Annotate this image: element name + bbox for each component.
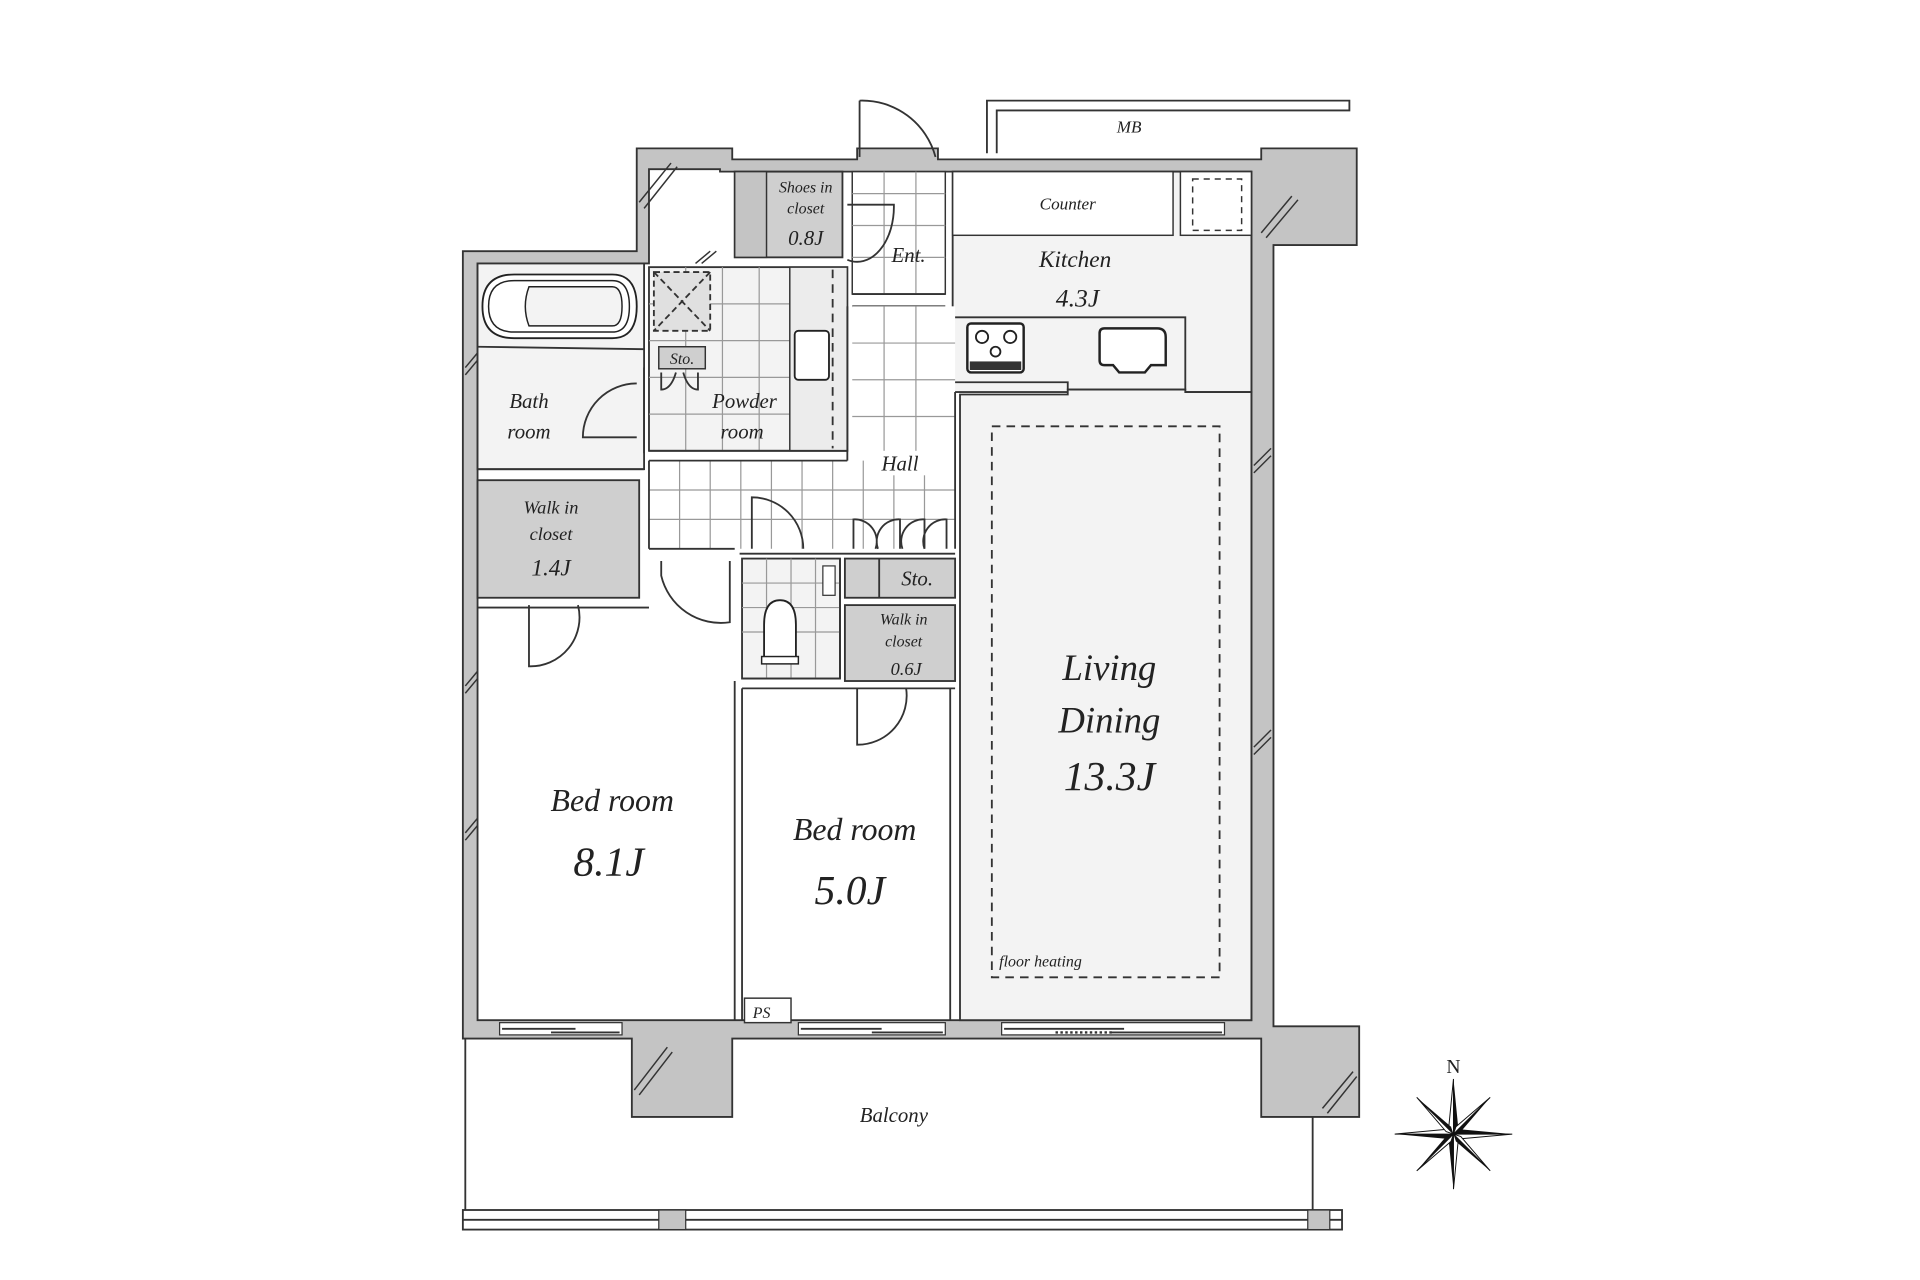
entrance-area: Ent. bbox=[846, 170, 947, 308]
compass: N bbox=[1394, 1057, 1513, 1190]
south-windows bbox=[498, 1022, 1226, 1036]
shoes-closet-label-1: Shoes in bbox=[779, 179, 833, 196]
shoes-closet: Shoes in closet 0.8J bbox=[733, 170, 844, 259]
wic2-label-1: Walk in bbox=[880, 612, 928, 629]
kitchen: Counter Kitchen 4.3J bbox=[951, 170, 1253, 393]
washer-pan-icon bbox=[652, 271, 712, 332]
toilet-icon bbox=[760, 599, 800, 665]
balcony: Balcony bbox=[461, 1038, 1343, 1231]
stove-icon bbox=[966, 322, 1025, 374]
walk-in-closet-1: Walk in closet 1.4J bbox=[476, 479, 649, 668]
powder-room: Sto. Powder room bbox=[643, 266, 849, 454]
bedroom1-label: Bed room bbox=[551, 783, 674, 818]
bathroom-door[interactable] bbox=[581, 382, 637, 439]
walk-in-closet-2: Walk in closet 0.6J bbox=[843, 604, 957, 746]
hall-storage-label: Sto. bbox=[901, 567, 933, 591]
bedroom-2: Bed room 5.0J PS bbox=[741, 687, 956, 1024]
bedroom-1: Bed room 8.1J bbox=[551, 681, 736, 1021]
balcony-label: Balcony bbox=[860, 1103, 929, 1127]
powder-storage-label: Sto. bbox=[670, 351, 694, 368]
bedroom2-label: Bed room bbox=[793, 812, 916, 847]
compass-north-label: N bbox=[1446, 1057, 1460, 1078]
kitchen-label: Kitchen bbox=[1038, 247, 1111, 273]
meter-box: MB bbox=[986, 99, 1351, 154]
floor-heating-label: floor heating bbox=[999, 953, 1082, 970]
living-label: Living bbox=[1061, 647, 1156, 688]
hall-storage: Sto. bbox=[843, 557, 957, 599]
bathroom-label-2: room bbox=[507, 420, 550, 444]
bedroom1-area: 8.1J bbox=[573, 840, 646, 886]
compass-rose-icon bbox=[1394, 1078, 1513, 1190]
wic1-door[interactable] bbox=[528, 604, 581, 668]
powder-room-label-2: room bbox=[720, 420, 763, 444]
entrance-label: Ent. bbox=[891, 243, 926, 267]
pipe-space-label: PS bbox=[752, 1005, 771, 1022]
powder-room-label-1: Powder bbox=[711, 389, 778, 413]
structure-hatches bbox=[464, 162, 1358, 1114]
wic2-area: 0.6J bbox=[891, 659, 923, 679]
sink-icon bbox=[1098, 327, 1167, 374]
toilet-door[interactable] bbox=[750, 496, 805, 549]
wic2-label-2: closet bbox=[885, 634, 923, 651]
basin-icon bbox=[793, 329, 830, 381]
wic1-area: 1.4J bbox=[531, 556, 572, 582]
bedroom2-area: 5.0J bbox=[815, 868, 888, 914]
shoes-closet-area: 0.8J bbox=[788, 226, 825, 250]
bathtub-icon bbox=[481, 273, 638, 340]
bathroom-label-1: Bath bbox=[509, 389, 548, 413]
counter-label: Counter bbox=[1040, 195, 1096, 214]
kitchen-area: 4.3J bbox=[1056, 283, 1101, 312]
hall: Hall bbox=[648, 306, 957, 555]
bedroom1-hall-door[interactable] bbox=[660, 561, 731, 624]
wic2-door[interactable] bbox=[856, 688, 908, 746]
floor-heating-area bbox=[990, 425, 1221, 979]
living-dining: Living Dining 13.3J floor heating bbox=[959, 388, 1253, 1022]
shoes-closet-label-2: closet bbox=[787, 200, 825, 217]
bathroom: Bath room bbox=[476, 262, 645, 471]
wic1-label-2: closet bbox=[530, 524, 574, 544]
powder-storage-doors[interactable] bbox=[660, 372, 699, 391]
toilet-room bbox=[660, 557, 841, 680]
meter-box-label: MB bbox=[1116, 117, 1142, 136]
entrance-door[interactable] bbox=[858, 99, 937, 158]
hall-storage-doors[interactable] bbox=[852, 518, 948, 550]
dining-label: Dining bbox=[1057, 699, 1160, 740]
hall-label: Hall bbox=[881, 451, 919, 475]
wic1-label-1: Walk in bbox=[524, 497, 579, 517]
living-dining-area: 13.3J bbox=[1064, 754, 1158, 800]
